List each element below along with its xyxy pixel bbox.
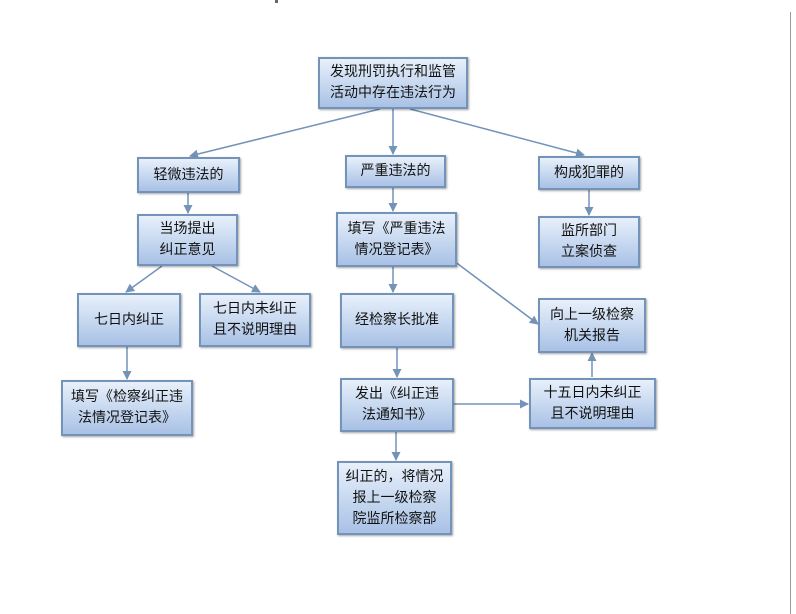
arrow-root-minor — [189, 108, 381, 159]
top-mark — [275, 0, 278, 3]
node-serious: 严重违法的 — [345, 155, 446, 188]
node-minor: 轻微违法的 — [137, 157, 240, 193]
arrow-fill-report — [445, 254, 539, 325]
node-seven-corrected: 七日内纠正 — [77, 293, 181, 347]
node-prison-dept: 监所部门 立案侦查 — [538, 216, 640, 268]
node-root: 发现刑罚执行和监管 活动中存在违法行为 — [318, 57, 468, 109]
node-onsite: 当场提出 纠正意见 — [137, 214, 238, 266]
node-approve: 经检察长批准 — [340, 293, 454, 348]
node-issue-notice: 发出《纠正违 法通知书》 — [340, 378, 454, 432]
arrow-onsite-sevennot — [211, 265, 261, 293]
node-fifteen-not: 十五日内未纠正 且不说明理由 — [529, 378, 656, 429]
node-corrected-report: 纠正的，将情况 报上一级检察 院监所检察部 — [337, 461, 452, 535]
arrow-root-crime — [409, 108, 585, 158]
node-fill-correct: 填写《检察纠正违 法情况登记表》 — [61, 380, 193, 436]
node-crime: 构成犯罪的 — [538, 156, 640, 190]
right-edge-line — [790, 12, 791, 614]
node-seven-not: 七日内未纠正 且不说明理由 — [199, 293, 311, 347]
node-fill-serious: 填写《严重违法 情况登记表》 — [336, 212, 457, 267]
arrow-onsite-seven — [125, 265, 163, 293]
node-report-up: 向上一级检察 机关报告 — [538, 298, 646, 353]
